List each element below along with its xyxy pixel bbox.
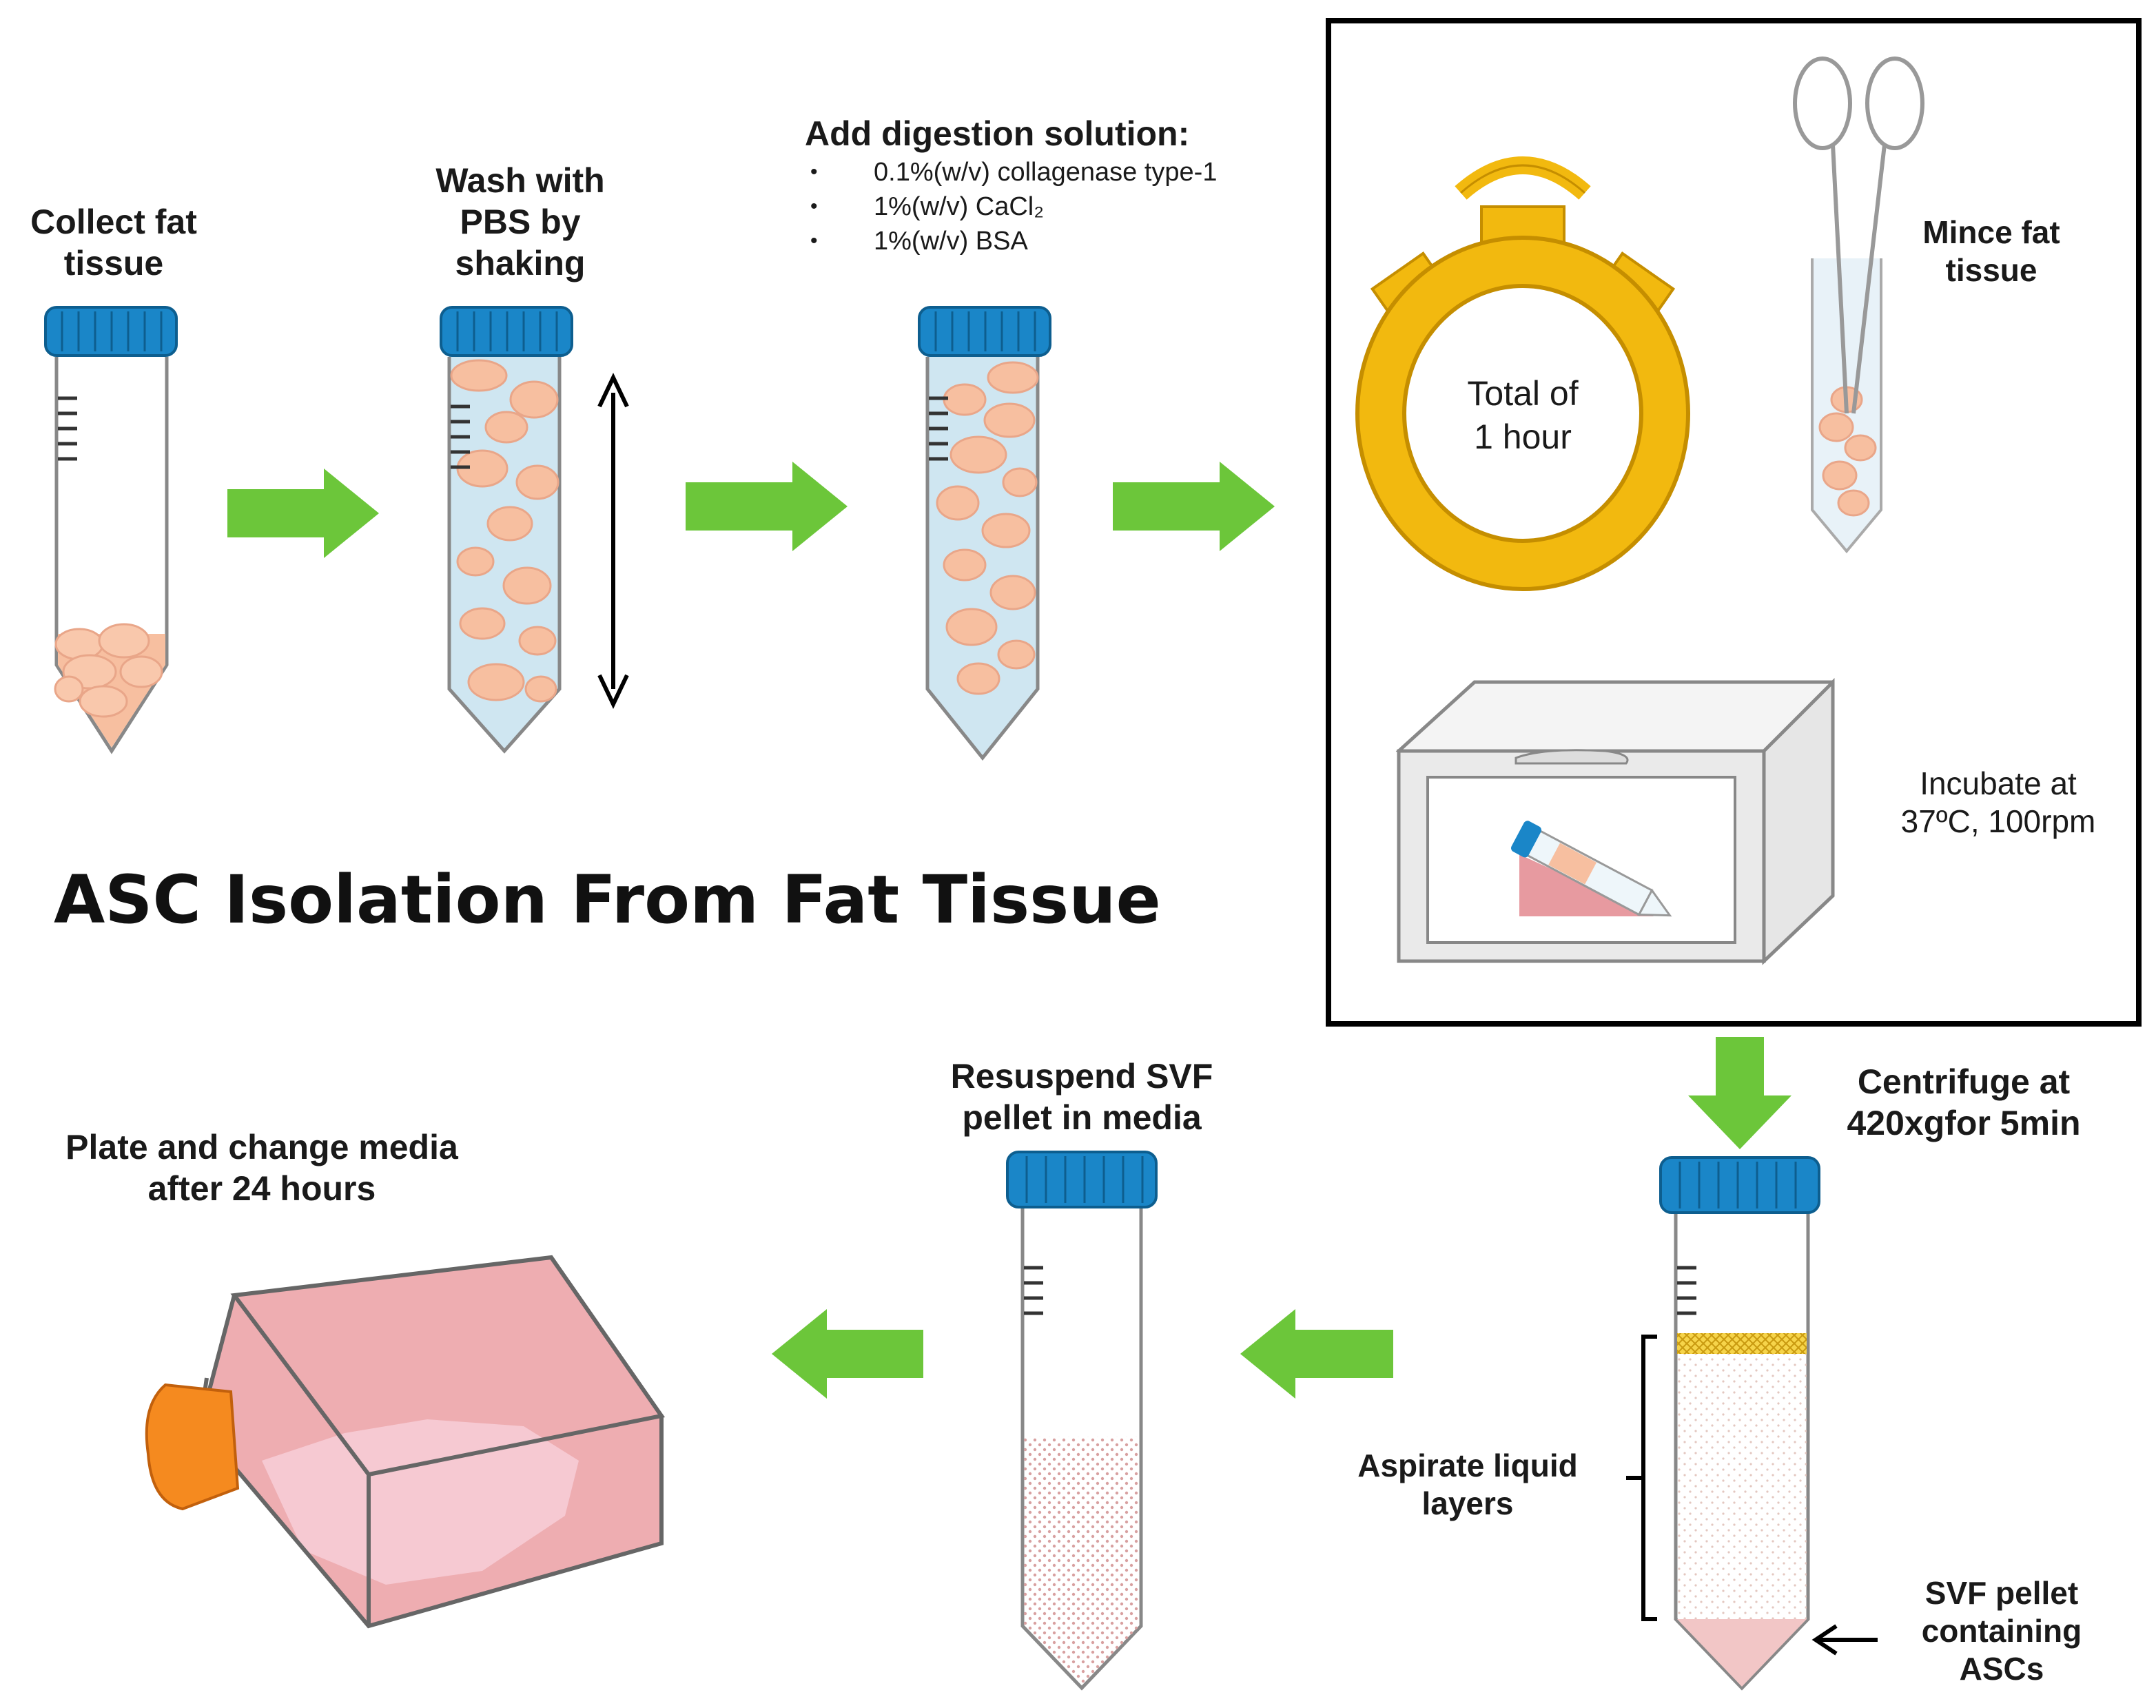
arrow-5 xyxy=(772,1309,923,1399)
arrows-top xyxy=(227,462,1275,558)
incubator xyxy=(1395,677,1835,965)
process-box xyxy=(1326,18,2142,1027)
arrow-down xyxy=(1688,1037,1791,1149)
label-plate: Plate and change media after 24 hours xyxy=(65,1128,458,1208)
tube-digest xyxy=(918,306,1051,761)
arrow-4 xyxy=(1240,1309,1393,1399)
tube-resuspended xyxy=(1006,1151,1158,1691)
digest-item: 1%(w/v) BSA xyxy=(805,224,1217,258)
label-mince: Mince fat tissue xyxy=(1922,214,2060,289)
arrows-bottom xyxy=(772,1309,1393,1399)
digest-items: 0.1%(w/v) collagenase type-1 1%(w/v) CaC… xyxy=(805,155,1217,258)
label-collect: Collect fat tissue xyxy=(30,203,197,282)
arrow-2 xyxy=(686,462,848,551)
digest-item: 0.1%(w/v) collagenase type-1 xyxy=(805,155,1217,189)
tube-wash xyxy=(440,306,629,754)
arrow-3 xyxy=(1113,462,1275,551)
tube-collect xyxy=(44,306,178,754)
label-wash: Wash with PBS by shaking xyxy=(435,161,605,282)
label-centrifuge: Centrifuge at 420xgfor 5min xyxy=(1847,1062,2081,1142)
stopwatch xyxy=(1355,156,1690,591)
culture-flask xyxy=(145,1255,666,1629)
diagram-title: ASC Isolation From Fat Tissue xyxy=(54,861,1161,938)
label-digest-heading: Add digestion solution: xyxy=(805,114,1190,153)
digest-item: 1%(w/v) CaCl₂ xyxy=(805,189,1217,224)
label-incubate: Incubate at 37ºC, 100rpm xyxy=(1900,765,2096,840)
label-timer: Total of 1 hour xyxy=(1467,374,1579,456)
label-resuspend: Resuspend SVF pellet in media xyxy=(950,1057,1213,1137)
label-aspirate: Aspirate liquid layers xyxy=(1357,1448,1578,1522)
tube-centrifuged xyxy=(1626,1156,1878,1691)
label-pellet: SVF pellet containing ASCs xyxy=(1921,1575,2082,1687)
scissors-icon xyxy=(1793,56,1924,414)
arrow-1 xyxy=(227,469,379,558)
